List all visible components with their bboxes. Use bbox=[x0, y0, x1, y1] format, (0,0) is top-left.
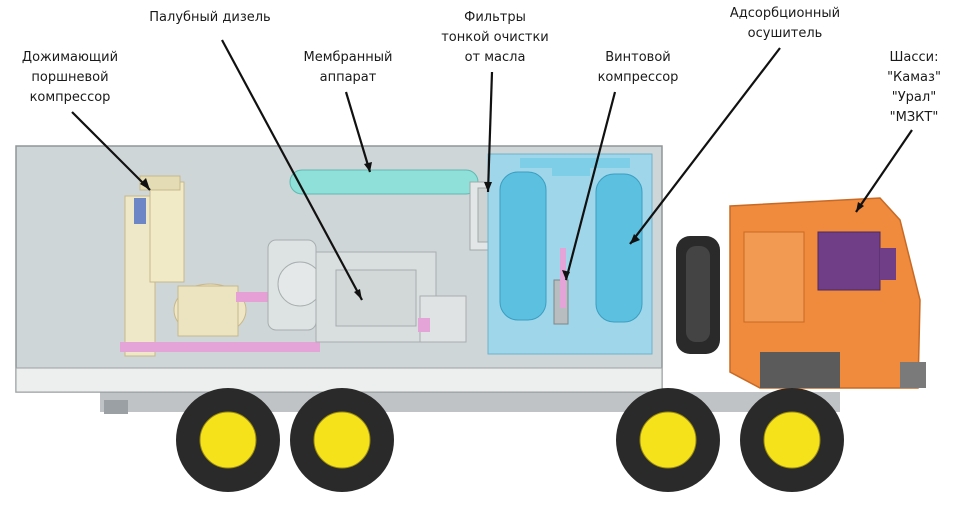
label-line: тонкой очистки bbox=[441, 30, 549, 45]
label-line: Адсорбционный bbox=[729, 6, 841, 21]
leader-filters bbox=[486, 71, 494, 193]
label-line: компрессор bbox=[597, 70, 679, 85]
label-booster-compressor: Дожимающий поршневой компрессор bbox=[8, 48, 132, 108]
label-oil-filters: Фильтры тонкой очистки от масла bbox=[420, 8, 570, 68]
leader-dryer bbox=[629, 47, 781, 245]
label-line: осушитель bbox=[747, 26, 823, 41]
wheel bbox=[176, 388, 280, 492]
deck-diesel bbox=[267, 239, 467, 343]
leader-lines bbox=[71, 39, 913, 301]
wheel bbox=[616, 388, 720, 492]
label-line: "Урал" bbox=[891, 90, 937, 105]
label-deck-diesel: Палубный дизель bbox=[140, 8, 280, 28]
wheel bbox=[290, 388, 394, 492]
leader-chassis bbox=[855, 129, 913, 213]
label-line: от масла bbox=[464, 50, 526, 65]
leader-membrane bbox=[344, 91, 372, 173]
label-line: Винтовой bbox=[605, 50, 671, 65]
label-line: Дожимающий bbox=[21, 50, 119, 65]
leader-booster bbox=[71, 111, 151, 191]
label-line: "МЗКТ" bbox=[889, 110, 939, 125]
label-membrane-apparatus: Мембранный аппарат bbox=[288, 48, 408, 88]
label-line: аппарат bbox=[319, 70, 377, 85]
label-line: поршневой bbox=[31, 70, 109, 85]
label-adsorption-dryer: Адсорбционный осушитель bbox=[720, 4, 850, 44]
label-screw-compressor: Винтовой компрессор bbox=[588, 48, 688, 88]
label-line: Мембранный bbox=[303, 50, 393, 65]
spare-tire bbox=[676, 236, 720, 354]
label-line: Фильтры bbox=[464, 10, 526, 25]
label-line: "Камаз" bbox=[887, 70, 941, 85]
leader-screw bbox=[564, 91, 617, 281]
truck-cab bbox=[729, 197, 926, 389]
screw-compressor-block bbox=[487, 153, 653, 355]
booster-compressor bbox=[120, 175, 320, 357]
wheel bbox=[740, 388, 844, 492]
label-line: компрессор bbox=[29, 90, 111, 105]
label-line: Палубный дизель bbox=[149, 10, 271, 25]
leader-deck-diesel bbox=[221, 39, 363, 301]
membrane-apparatus bbox=[289, 169, 479, 195]
label-line: Шасси: bbox=[889, 50, 939, 65]
wheels bbox=[176, 388, 844, 492]
label-chassis: Шасси: "Камаз" "Урал" "МЗКТ" bbox=[872, 48, 956, 128]
leader-arrowheads bbox=[140, 162, 864, 300]
